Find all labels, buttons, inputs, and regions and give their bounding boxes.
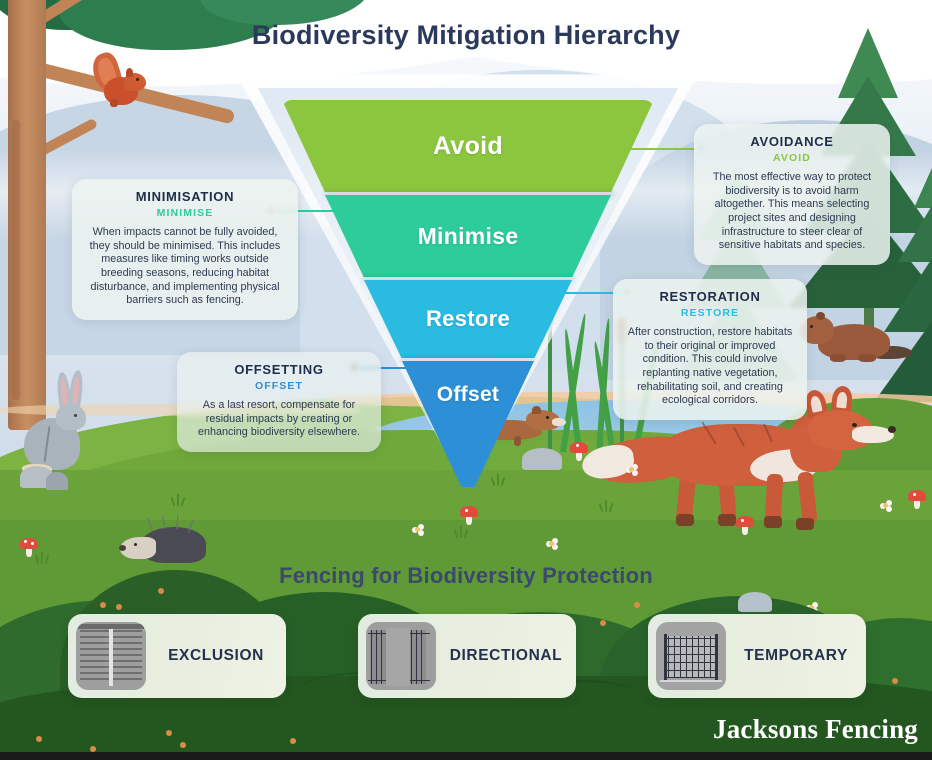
bush-detail	[520, 680, 640, 712]
callout-card-avoidance[interactable]: AVOIDANCE AVOID The most effective way t…	[694, 124, 890, 265]
berry	[116, 604, 122, 610]
temporary-fence-icon	[656, 622, 726, 690]
callout-body-minimisation: When impacts cannot be fully avoided, th…	[89, 226, 281, 307]
fence-card-temporary[interactable]: TEMPORARY	[648, 614, 866, 698]
funnel-label-avoid: Avoid	[432, 131, 504, 160]
berry	[634, 602, 640, 608]
callout-title-avoidance: AVOIDANCE	[750, 134, 834, 149]
fence-card-directional[interactable]: DIRECTIONAL	[358, 614, 576, 698]
berry	[36, 736, 42, 742]
funnel-segment-offset[interactable]: Offset	[402, 361, 534, 487]
funnel-label-restore: Restore	[425, 306, 511, 331]
hedgehog-illustration	[118, 515, 208, 569]
callout-card-minimisation[interactable]: MINIMISATION MINIMISE When impacts canno…	[72, 179, 298, 320]
callout-tag-restoration: RESTORE	[680, 307, 740, 319]
exclusion-fence-icon	[76, 622, 146, 690]
page-title: Biodiversity Mitigation Hierarchy	[251, 20, 681, 50]
berry	[290, 738, 296, 744]
callout-card-restoration[interactable]: RESTORATION RESTORE After construction, …	[613, 279, 807, 420]
grass-tuft	[34, 552, 50, 565]
callout-body-restoration: After construction, restore habitats to …	[627, 326, 793, 407]
connector-line-offset	[360, 367, 428, 369]
section-title-fencing: Fencing for Biodiversity Protection	[279, 563, 653, 588]
fox-illustration	[580, 385, 900, 538]
brand-logo: Jacksons Fencing	[713, 714, 918, 744]
callout-body-avoidance: The most effective way to protect biodiv…	[712, 171, 872, 252]
fence-label-directional: DIRECTIONAL	[449, 647, 563, 664]
fence-label-exclusion: EXCLUSION	[168, 647, 264, 664]
funnel-segment-avoid[interactable]: Avoid	[282, 100, 654, 192]
connector-line-avoid	[610, 148, 702, 150]
callout-title-offsetting: OFFSETTING	[234, 362, 324, 377]
rock	[20, 466, 54, 488]
fence-label-temporary: TEMPORARY	[744, 647, 848, 664]
flower	[880, 500, 892, 512]
directional-fence-icon	[366, 622, 436, 690]
callout-tag-minimisation: MINIMISE	[156, 207, 214, 219]
squirrel-illustration	[88, 49, 152, 109]
berry	[600, 620, 606, 626]
berry	[166, 730, 172, 736]
rock	[738, 592, 772, 612]
grass-tuft	[598, 500, 614, 513]
flower	[412, 524, 424, 536]
tree-trunk-shadow	[12, 120, 20, 400]
funnel-label-offset: Offset	[436, 383, 500, 406]
callout-title-minimisation: MINIMISATION	[135, 189, 235, 204]
flower	[546, 538, 558, 550]
berry	[90, 746, 96, 752]
connector-line-minimise	[277, 210, 349, 212]
rock	[46, 472, 68, 490]
callout-body-offsetting: As a last resort, compensate for residua…	[197, 399, 361, 439]
rock	[522, 448, 562, 470]
grass-tuft	[170, 494, 186, 507]
grass-tuft	[453, 526, 469, 539]
beaver-illustration	[800, 310, 912, 366]
callout-tag-offsetting: OFFSET	[254, 380, 303, 392]
berry	[100, 602, 106, 608]
pine-tree	[874, 150, 932, 410]
funnel-segment-minimise[interactable]: Minimise	[325, 195, 611, 277]
callout-card-offsetting[interactable]: OFFSETTING OFFSET As a last resort, comp…	[177, 352, 381, 452]
connector-line-restore	[560, 292, 630, 294]
berry	[158, 588, 164, 594]
callout-tag-avoidance: AVOID	[773, 152, 811, 164]
tree-trunk	[8, 0, 46, 430]
fence-card-exclusion[interactable]: EXCLUSION	[68, 614, 286, 698]
berry	[892, 678, 898, 684]
flower	[626, 464, 638, 476]
bottom-bar	[0, 752, 932, 760]
funnel-label-minimise: Minimise	[417, 222, 519, 249]
grass-tuft	[490, 474, 506, 487]
callout-title-restoration: RESTORATION	[659, 289, 761, 304]
berry	[180, 742, 186, 748]
